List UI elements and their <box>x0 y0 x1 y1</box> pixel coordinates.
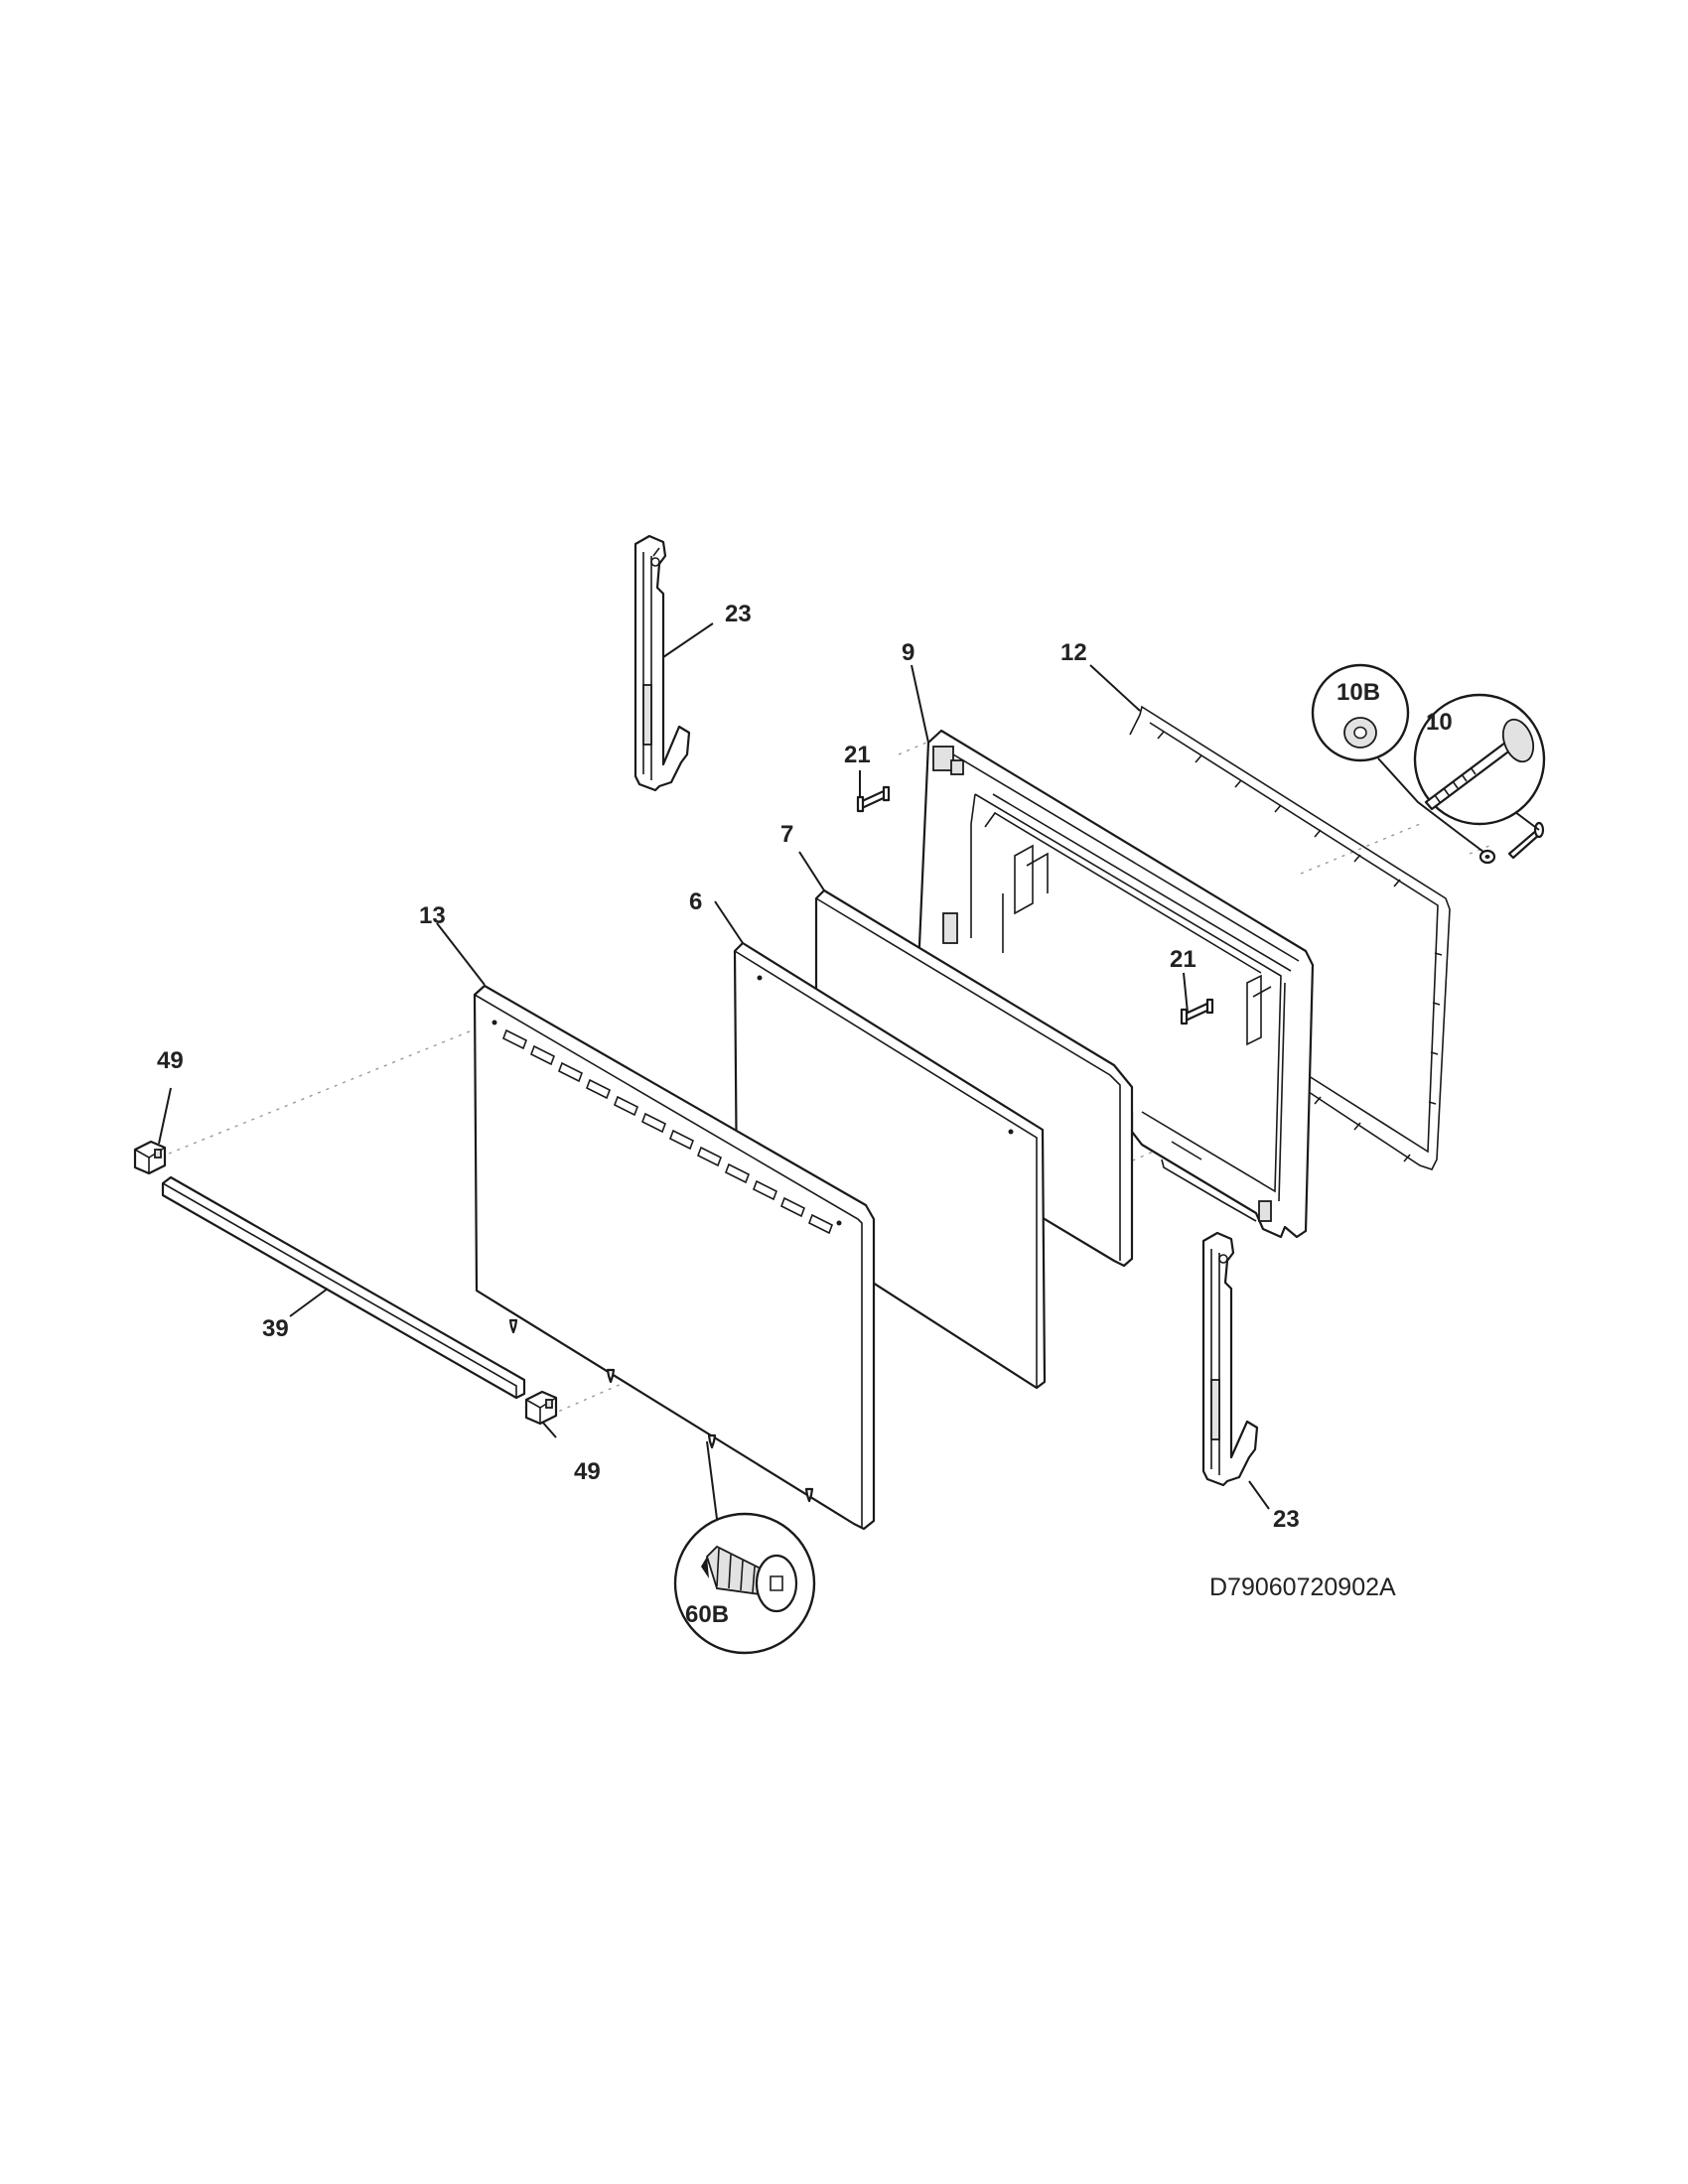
callout-pin-lower: 21 <box>1170 946 1196 973</box>
callout-hinge-top: 23 <box>725 601 752 627</box>
callout-outer-panel: 13 <box>419 902 446 929</box>
screw-60b-detail-bubble <box>673 1440 816 1655</box>
leader-lines <box>158 622 1270 1510</box>
outer-door-panel-part <box>473 984 876 1531</box>
washer-detail-bubble <box>1311 663 1484 853</box>
screw-detail-bubble <box>1413 693 1546 831</box>
endcap-bottom-part <box>524 1390 558 1426</box>
panel-screws <box>508 1318 814 1503</box>
callout-pin-upper: 21 <box>844 742 871 768</box>
callout-door-liner: 9 <box>902 639 914 666</box>
pin-upper-part <box>856 785 891 813</box>
callout-washer: 10B <box>1336 679 1380 706</box>
callout-insulation: 7 <box>780 821 793 848</box>
endcap-top-part <box>133 1140 167 1175</box>
callout-glass: 6 <box>689 888 702 915</box>
callout-endcap-top: 49 <box>157 1047 184 1074</box>
hinge-top-part <box>633 534 691 792</box>
callout-screw-10: 10 <box>1426 709 1453 736</box>
hinge-bottom-part <box>1201 1231 1259 1487</box>
callout-trim: 39 <box>262 1315 289 1342</box>
screw-small-part <box>1507 821 1545 860</box>
callout-endcap-bottom: 49 <box>574 1458 601 1485</box>
callout-hinge-bottom: 23 <box>1273 1506 1300 1533</box>
callout-screw-60b: 60B <box>685 1601 729 1628</box>
pin-lower-part <box>1180 998 1214 1025</box>
drawing-code: D79060720902A <box>1209 1573 1396 1601</box>
washer-small-part <box>1478 849 1496 865</box>
callout-gasket: 12 <box>1060 639 1087 666</box>
trim-strip-part <box>161 1175 526 1400</box>
